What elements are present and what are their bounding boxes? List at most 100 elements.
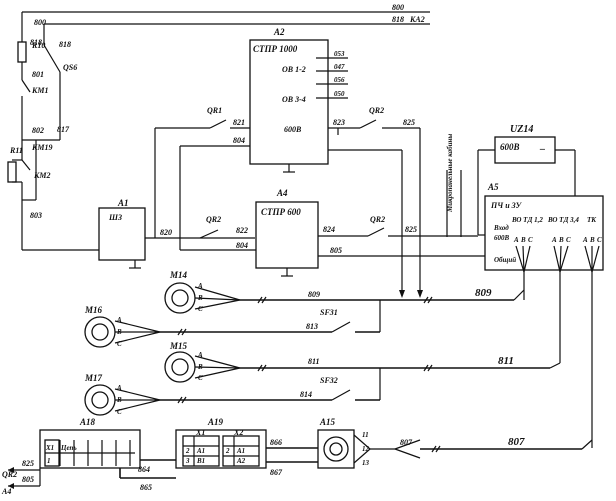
- a5-title: ПЧ и ЗУ: [490, 201, 523, 210]
- a2-out-056: 056: [334, 76, 345, 84]
- wire-label-825-a4: 825: [405, 225, 417, 234]
- a1-name: ШЗ: [108, 213, 122, 222]
- wire-label-803: 803: [30, 211, 42, 220]
- wire-label-807: 807: [400, 438, 413, 447]
- a18-a4-ref: А4: [1, 487, 11, 496]
- a4-label: А4: [276, 188, 288, 198]
- wire-label-817: 817: [57, 125, 70, 134]
- m14-label: М14: [169, 270, 188, 280]
- a5-input: Вход: [493, 224, 509, 232]
- wire-label-811-right: 811: [498, 355, 514, 367]
- r10-label: R10: [31, 41, 45, 50]
- a5-common: Общий: [494, 256, 516, 264]
- a18-row1: 1: [47, 457, 51, 465]
- uz14-minus: –: [539, 144, 545, 155]
- wire-label-805: 805: [330, 246, 342, 255]
- uz14-block: UZ14 600В –: [477, 124, 576, 235]
- a5-phase-a2: А: [551, 236, 557, 244]
- a5-group2: ВО ТД 3,4: [547, 216, 579, 224]
- a5-phase-c1: С: [528, 236, 533, 244]
- a15-i2: 12: [362, 445, 370, 453]
- wire-label-802: 802: [32, 126, 44, 135]
- a19-x2-a1: А1: [236, 447, 245, 455]
- a19-x1-r3: 3: [185, 457, 190, 465]
- resistor-r11: [7, 161, 17, 183]
- a5-phase-b1: В: [520, 236, 526, 244]
- wire-label-809-right: 809: [475, 287, 492, 299]
- a19-x1-b1: В1: [196, 457, 205, 465]
- wire-label-825-a18: 825: [22, 459, 34, 468]
- m17-phase-c: С: [117, 408, 122, 416]
- m16-label: М16: [84, 305, 103, 315]
- cable-hash-marks: [177, 296, 441, 453]
- a2-block: А2 СТПР 1000 ОВ 1-2 ОВ 3-4 600В 053 047 …: [249, 27, 348, 173]
- a5-label: А5: [487, 182, 499, 192]
- a15-label: А15: [319, 417, 336, 427]
- sf31-label: SF31: [320, 308, 338, 317]
- a2-title: СТПР 1000: [253, 44, 298, 54]
- wire-label-822: 822: [236, 226, 248, 235]
- a5-phase-c3: С: [597, 236, 602, 244]
- m16-phase-c: С: [117, 340, 122, 348]
- a19-x2-r2: 2: [225, 447, 230, 455]
- wire-label-800-left: 800: [34, 18, 46, 27]
- m15-label: М15: [169, 341, 188, 351]
- wire-label-804-top: 804: [233, 136, 245, 145]
- a2-box: [249, 39, 329, 165]
- a5-box: [484, 195, 604, 271]
- a5-block: А5 ПЧ и ЗУ Вход 600В Общий ВО ТД 1,2 ВО …: [478, 182, 604, 448]
- resistor-r10: [17, 41, 27, 63]
- wire-label-866: 866: [270, 438, 282, 447]
- wire-label-818-top: 818: [392, 15, 404, 24]
- wire-label-867: 867: [270, 468, 283, 477]
- a19-x1-label: X1: [195, 428, 205, 437]
- a18-label: А18: [79, 417, 96, 427]
- wire-label-804-a4: 804: [236, 241, 248, 250]
- m17-label: М17: [84, 373, 103, 383]
- a5-phase-c2: С: [566, 236, 571, 244]
- r11-label: R11: [9, 146, 23, 155]
- uz14-box: [494, 136, 556, 164]
- wire-label-820: 820: [160, 228, 172, 237]
- a18-chain-header: Цепь: [60, 444, 77, 452]
- micropanel: Микропанельные кабины: [446, 134, 462, 237]
- uz14-600v: 600В: [500, 142, 520, 152]
- motor-m14-group: М14 А В С 809 809: [164, 270, 525, 314]
- qr2-top-section: QR2 823 825: [328, 106, 421, 290]
- a19-x2-label: X2: [233, 428, 243, 437]
- a5-600v: 600В: [494, 234, 510, 242]
- qs6-label: QS6: [63, 63, 77, 72]
- a2-ov12: ОВ 1-2: [282, 65, 306, 74]
- km19-label: КМ19: [31, 143, 53, 152]
- a2-out-050: 050: [334, 90, 345, 98]
- a1-label: А1: [117, 198, 129, 208]
- wire-label-818-top2: 818: [59, 40, 71, 49]
- km1-label: КМ1: [31, 86, 49, 95]
- a5-abc: А В С А В С А В С: [513, 236, 602, 244]
- wire-label-807-right: 807: [508, 436, 525, 448]
- a18-block: А18 X1 Цепь 1 825 805 QR2 А4 864 865: [1, 417, 176, 496]
- a4-block: А4 СТПР 600 820 QR2 822 804 824 QR2 825 …: [160, 188, 487, 298]
- a2-label: А2: [273, 27, 285, 37]
- m14-phase-c: С: [198, 305, 203, 313]
- a18-qr2-ref: QR2: [2, 470, 17, 479]
- a19-x1-a1: А1: [196, 447, 205, 455]
- wire-label-814: 814: [300, 390, 312, 399]
- wire-label-801: 801: [32, 70, 44, 79]
- wire-label-864: 864: [138, 465, 150, 474]
- a15-i1: 11: [362, 431, 369, 439]
- m15-phase-c: С: [198, 374, 203, 382]
- m16-phase-a: А: [116, 316, 122, 324]
- a1-box: [98, 207, 146, 261]
- wire-label-811: 811: [308, 357, 320, 366]
- a4-qr2-right: QR2: [370, 215, 385, 224]
- a2-ov34: ОВ 3-4: [282, 95, 306, 104]
- motor-m15-group: М15 А В С 811 811: [164, 341, 561, 383]
- top-bus: 800 818 КА2: [21, 3, 430, 45]
- a19-x1-r2: 2: [185, 447, 190, 455]
- a1-block: А1 ШЗ: [98, 198, 255, 269]
- a19-label: А19: [207, 417, 224, 427]
- wire-label-823: 823: [333, 118, 345, 127]
- a5-phase-a1: А: [513, 236, 519, 244]
